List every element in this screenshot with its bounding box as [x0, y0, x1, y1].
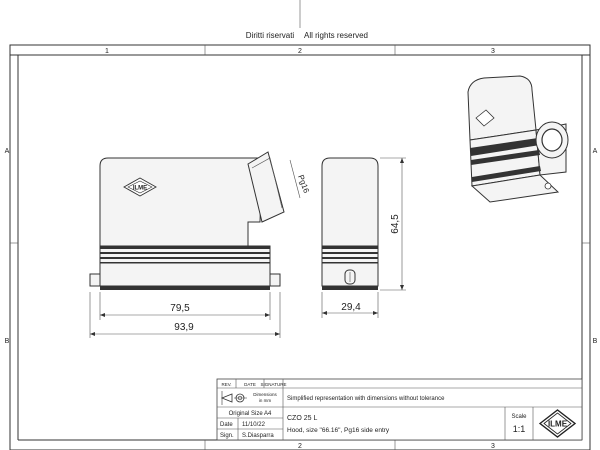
logo-text: ILME [133, 186, 147, 192]
side-view-body [321, 157, 379, 247]
iso-band [471, 150, 540, 165]
front-view-band [100, 257, 270, 259]
tb-col-rev: REV. [221, 382, 231, 387]
tb-scale-value: 1:1 [513, 424, 526, 434]
tb-col-signature: SIGNATURE [261, 382, 287, 387]
tb-sign-value: S.Diasparra [242, 433, 274, 439]
side-view-base [322, 286, 378, 290]
company-logo-text: ILME [548, 420, 568, 429]
tb-date-label: Date [220, 422, 233, 428]
isometric-view [467, 75, 569, 203]
cable-entry-leader [289, 159, 301, 199]
iso-cable-entry-hole [541, 128, 563, 152]
rights-reserved-it: Diritti riservati [246, 31, 295, 40]
side-view-band [322, 252, 378, 254]
column-label-2: 2 [298, 48, 302, 55]
dim-height: 64,5 [390, 214, 401, 234]
dim-width-inner: 79,5 [170, 303, 190, 314]
front-view: ILME [89, 151, 285, 290]
side-view [321, 157, 379, 290]
front-view-cable-entry [247, 151, 285, 223]
tb-dimensions-units: in mm [259, 398, 272, 403]
tb-date-value: 11/10/22 [242, 422, 266, 428]
row-label-a: A [5, 148, 10, 155]
tb-col-date: DATE [244, 382, 256, 387]
tb-description: Hood, size "66.16", Pg16 side entry [287, 427, 390, 434]
front-dimensions [89, 292, 281, 338]
front-view-pin-left [89, 273, 101, 287]
side-view-band [322, 257, 378, 259]
company-logo: ILME [538, 409, 577, 438]
column-label-1: 1 [105, 48, 109, 55]
tb-dimensions-label: Dimensions [253, 392, 277, 397]
front-view-body [99, 157, 263, 247]
front-view-cable-entry-edge [251, 157, 283, 209]
tb-note: Simplified representation with dimension… [287, 396, 445, 402]
front-view-logo: ILME [123, 177, 157, 197]
iso-band [470, 138, 540, 156]
front-view-band [100, 262, 270, 264]
row-label-a-right: A [593, 148, 598, 155]
title-block [216, 378, 583, 441]
row-label-b: B [5, 338, 10, 345]
outer-frame [9, 44, 591, 450]
row-label-b-right: B [593, 338, 598, 345]
iso-band [472, 166, 541, 182]
tb-code: CZO 25 L [287, 415, 317, 422]
side-view-band [322, 246, 378, 249]
iso-logo [475, 109, 495, 127]
side-dimensions [321, 157, 406, 318]
rights-reserved-en: All rights reserved [304, 31, 368, 40]
side-view-band [322, 262, 378, 264]
front-view-band [100, 252, 270, 254]
projection-symbol-icon [220, 391, 247, 405]
column-label-2-bottom: 2 [298, 443, 302, 450]
iso-top [467, 75, 537, 141]
tb-scale-label: Scale [511, 414, 527, 420]
iso-lower [470, 174, 560, 203]
column-label-3: 3 [491, 48, 495, 55]
front-view-pin-right [269, 273, 281, 287]
dim-width-outer: 93,9 [174, 322, 194, 333]
dim-depth: 29,4 [341, 302, 361, 313]
front-view-base [100, 286, 270, 290]
column-label-3-bottom: 3 [491, 443, 495, 450]
front-view-band [100, 246, 270, 249]
tb-sign-label: Sign. [220, 433, 234, 439]
tb-original-size: Original Size A4 [229, 411, 272, 417]
iso-latch [544, 182, 552, 190]
